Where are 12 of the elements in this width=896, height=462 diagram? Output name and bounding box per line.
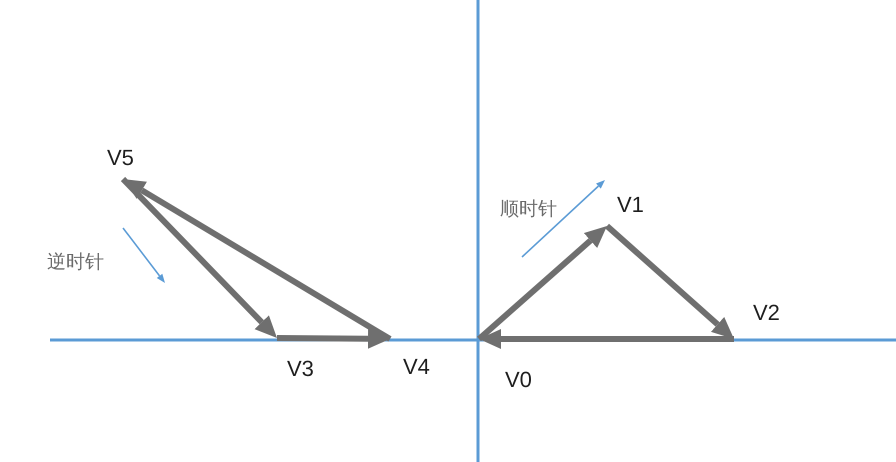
arrow — [120, 176, 277, 338]
direction-label: 顺时针 — [500, 199, 557, 219]
vertex-label: V1 — [617, 194, 644, 216]
arrow — [605, 224, 734, 339]
vertex-label: V3 — [287, 358, 314, 380]
direction-label: 逆时针 — [47, 252, 104, 272]
vertex-label: V0 — [505, 369, 532, 391]
vertex-label: V2 — [753, 302, 780, 324]
arrow — [479, 329, 734, 349]
vertex-label: V4 — [403, 356, 430, 378]
vertex-label: V5 — [107, 147, 134, 169]
arrow — [477, 226, 607, 342]
